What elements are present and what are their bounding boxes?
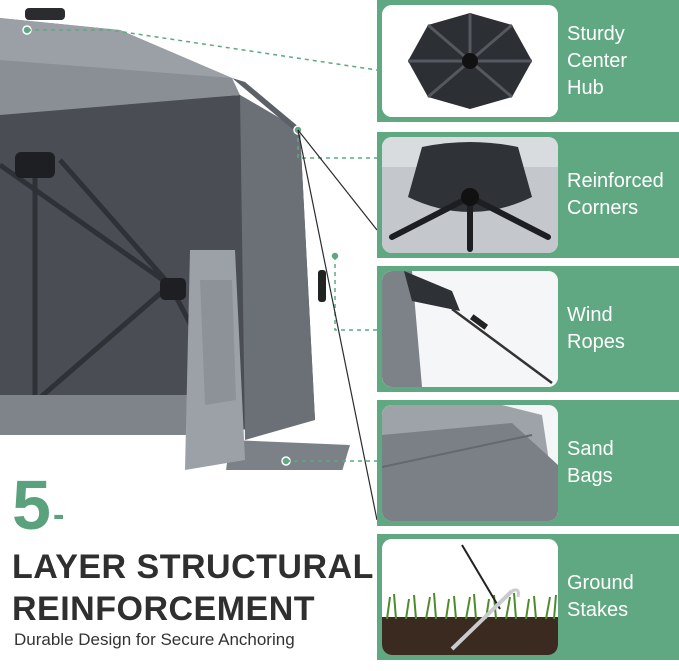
feature-label: Ground Stakes: [567, 572, 634, 621]
corners-photo: [382, 137, 558, 253]
center-hub-photo: [382, 5, 558, 117]
headline-subtitle: Durable Design for Secure Anchoring: [14, 630, 295, 649]
feature-wind-ropes: Wind Ropes: [377, 266, 679, 392]
wind-ropes-photo: [382, 271, 558, 387]
sand-bags-photo: [382, 405, 558, 521]
feature-sand-bags: Sand Bags: [377, 400, 679, 526]
feature-reinforced-corners: Reinforced Corners: [377, 132, 679, 258]
feature-label: Reinforced Corners: [567, 170, 664, 219]
feature-label: Sand Bags: [567, 438, 614, 487]
headline-line2: REINFORCEMENT: [12, 590, 316, 628]
ground-stakes-photo: [382, 539, 558, 655]
tent-illustration: [0, 0, 370, 470]
feature-center-hub: Sturdy Center Hub: [377, 0, 679, 122]
feature-ground-stakes: Ground Stakes: [377, 534, 679, 660]
feature-label: Wind Ropes: [567, 304, 625, 353]
headline-number: 5-: [12, 466, 64, 544]
feature-label: Sturdy Center Hub: [567, 22, 628, 99]
headline-line1: LAYER STRUCTURAL: [12, 548, 374, 586]
